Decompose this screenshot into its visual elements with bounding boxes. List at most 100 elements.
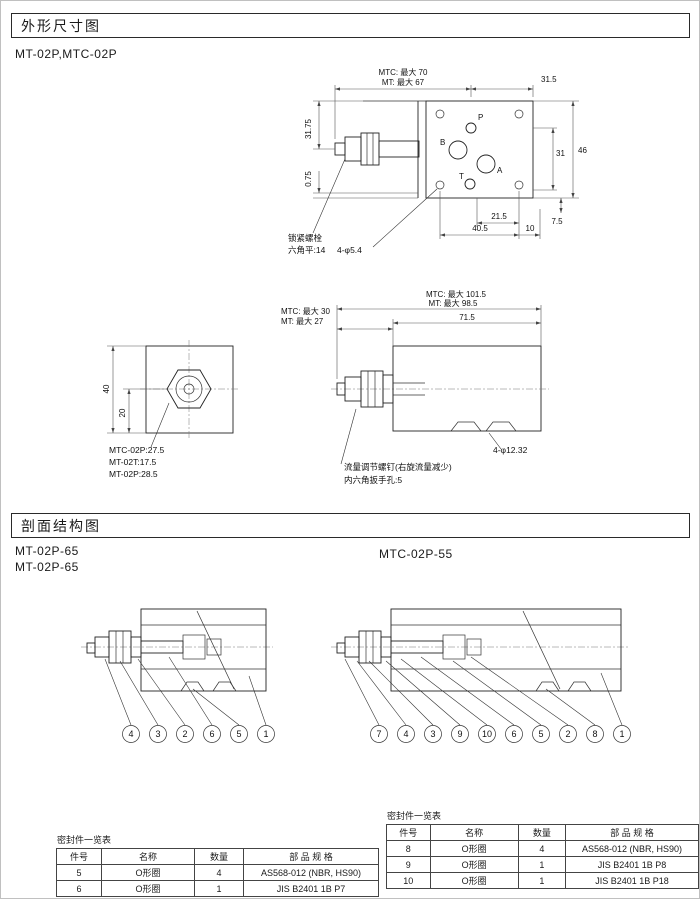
bottom-notch	[567, 681, 592, 692]
callout-number: 5	[236, 729, 241, 739]
cell-qty: 1	[517, 872, 567, 889]
dim-mt-27: MT: 最大 27	[281, 316, 324, 326]
cell-name: O形圈	[101, 864, 195, 881]
dim-mtc-101-5: MTC: 最大 101.5	[426, 289, 487, 299]
section-body-outline	[390, 608, 622, 692]
seal-table-right: 密封件一览表 件号 名称 数量 部 品 规 格 8 O形圈 4 AS568-01…	[386, 809, 699, 889]
port-a-hole	[476, 154, 496, 174]
section-title-cross-section: 剖面结构图	[11, 513, 690, 538]
table-row: 9 O形圈 1 JIS B2401 1B P8	[386, 856, 699, 873]
col-header-name: 名称	[101, 848, 195, 865]
cell-item: 8	[386, 840, 431, 857]
bottom-notch	[535, 681, 560, 692]
note-counterbore: 4-φ12.32	[493, 445, 528, 455]
note-lock-bolt: 锁紧螺栓	[288, 233, 323, 243]
lock-bolt-assembly	[334, 132, 420, 166]
cross-section-left: 4 3 2 6 5 1	[81, 608, 275, 743]
col-header-name: 名称	[429, 824, 519, 841]
cell-qty: 4	[517, 840, 567, 857]
port-t-hole	[464, 178, 476, 190]
cell-name: O形圈	[429, 840, 519, 857]
seal-table-left: 密封件一览表 件号 名称 数量 部 品 规 格 5 O形圈 4 AS568-01…	[56, 833, 379, 897]
dim-mt-98-5: MT: 最大 98.5	[429, 298, 478, 308]
cell-spec: JIS B2401 1B P8	[565, 856, 699, 873]
end-view: 40 20 MTC-02P:27.5 MT-02T:17.5 MT-02P:28…	[102, 340, 239, 479]
dimension-drawings: P B A T MTC: 最大 70 MT: 最大 67 31.5 31 46	[102, 67, 587, 485]
section-title-text: 外形尺寸图	[21, 17, 101, 34]
note-hex-flat: 六角平:14	[288, 245, 326, 255]
table-row: 10 O形圈 1 JIS B2401 1B P18	[386, 872, 699, 889]
callout-number: 2	[565, 729, 570, 739]
col-header-item: 件号	[56, 848, 102, 865]
mount-hole	[514, 180, 524, 190]
dim-46: 46	[578, 146, 587, 155]
seal-table-left-grid: 件号 名称 数量 部 品 规 格 5 O形圈 4 AS568-012 (NBR,…	[56, 848, 379, 897]
mount-hole	[435, 180, 445, 190]
section-title-outline-dimensions: 外形尺寸图	[11, 13, 690, 38]
port-t-label: T	[459, 172, 464, 181]
table-header-row: 件号 名称 数量 部 品 规 格	[56, 848, 379, 865]
seal-table-right-grid: 件号 名称 数量 部 品 规 格 8 O形圈 4 AS568-012 (NBR,…	[386, 824, 699, 889]
callout-number: 3	[155, 729, 160, 739]
dim-20: 20	[118, 408, 127, 417]
cell-item: 10	[386, 872, 431, 889]
section-body-outline	[140, 608, 267, 692]
note-height-mtc02p: MTC-02P:27.5	[109, 445, 165, 455]
bottom-notch	[450, 421, 482, 432]
callout-number: 7	[376, 729, 381, 739]
dim-31-5: 31.5	[541, 75, 557, 84]
cell-spec: JIS B2401 1B P18	[565, 872, 699, 889]
table-row: 6 O形圈 1 JIS B2401 1B P7	[56, 880, 379, 897]
col-header-qty: 数量	[194, 848, 244, 865]
cell-name: O形圈	[429, 856, 519, 873]
cell-item: 9	[386, 856, 431, 873]
dim-31: 31	[556, 149, 565, 158]
bottom-notch	[180, 681, 205, 692]
model-label-top: MT-02P,MTC-02P	[15, 47, 118, 61]
side-view-drawing: 40 20 MTC-02P:27.5 MT-02T:17.5 MT-02P:28…	[102, 289, 549, 485]
valve-body-outline	[425, 100, 534, 199]
col-header-qty: 数量	[517, 824, 567, 841]
col-header-spec: 部 品 规 格	[565, 824, 699, 841]
bottom-notch	[485, 421, 517, 432]
callout-number: 6	[209, 729, 214, 739]
cross-section-right: 7 4 3 9 10 6 5 2 8 1	[331, 608, 631, 743]
note-mount-holes: 4-φ5.4	[337, 245, 362, 255]
model-label-left-1: MT-02P-65	[15, 544, 79, 558]
dim-40-5: 40.5	[472, 224, 488, 233]
callout-number: 1	[263, 729, 268, 739]
dim-71-5: 71.5	[459, 313, 475, 322]
mount-hole	[435, 109, 445, 119]
port-b-hole	[448, 140, 468, 160]
dim-21-5: 21.5	[491, 212, 507, 221]
seal-table-right-title: 密封件一览表	[387, 811, 442, 821]
cell-qty: 1	[194, 880, 244, 897]
side-body-outline	[392, 345, 542, 432]
cell-spec: JIS B2401 1B P7	[243, 880, 379, 897]
col-header-item: 件号	[386, 824, 431, 841]
dim-10: 10	[526, 224, 535, 233]
callout-number: 1	[619, 729, 624, 739]
callout-number: 6	[511, 729, 516, 739]
callout-number: 2	[182, 729, 187, 739]
side-view: MTC: 最大 101.5 MT: 最大 98.5 71.5 MTC: 最大 3…	[281, 289, 549, 485]
col-header-spec: 部 品 规 格	[243, 848, 379, 865]
table-row: 8 O形圈 4 AS568-012 (NBR, HS90)	[386, 840, 699, 857]
cell-spec: AS568-012 (NBR, HS90)	[243, 864, 379, 881]
section-screw-assembly	[336, 630, 444, 664]
seal-table-left-title: 密封件一览表	[57, 835, 112, 845]
port-b-label: B	[440, 138, 445, 147]
callout-number: 4	[403, 729, 408, 739]
note-flow-screw: 流量调节螺钉(右旋流量减少)	[344, 462, 452, 472]
callout-number: 8	[592, 729, 597, 739]
port-p-hole	[465, 122, 477, 134]
dim-31-75: 31.75	[304, 118, 313, 139]
cell-qty: 1	[517, 856, 567, 873]
dim-mtc-30: MTC: 最大 30	[281, 306, 330, 316]
top-view-drawing: P B A T MTC: 最大 70 MT: 最大 67 31.5 31 46	[288, 67, 587, 255]
callout-number: 4	[128, 729, 133, 739]
dim-length-mtc: MTC: 最大 70	[379, 67, 428, 77]
dim-7-5: 7.5	[551, 217, 563, 226]
callouts-right: 7 4 3 9 10 6 5 2 8 1	[370, 725, 631, 743]
